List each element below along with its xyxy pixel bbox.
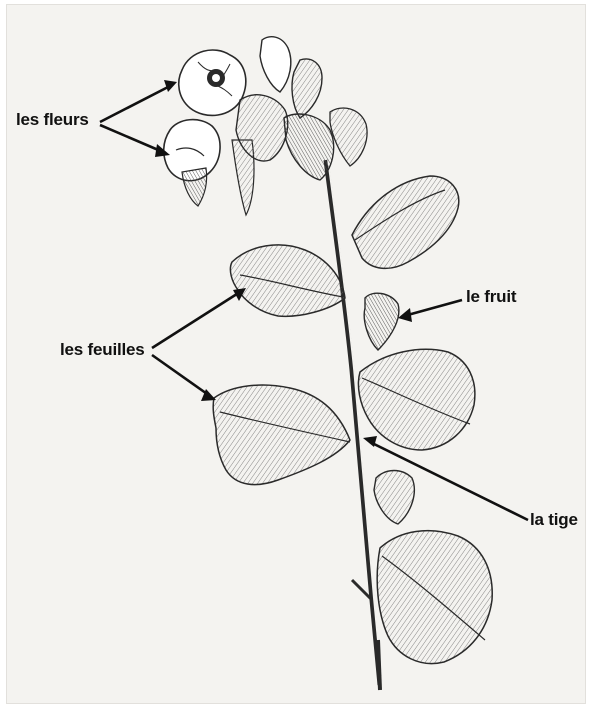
label-fruit: le fruit <box>466 287 516 307</box>
flower-cluster <box>164 37 367 215</box>
label-stem: la tige <box>530 510 578 530</box>
label-leaves: les feuilles <box>60 340 145 360</box>
leaves <box>213 176 492 664</box>
label-flowers: les fleurs <box>16 110 89 130</box>
